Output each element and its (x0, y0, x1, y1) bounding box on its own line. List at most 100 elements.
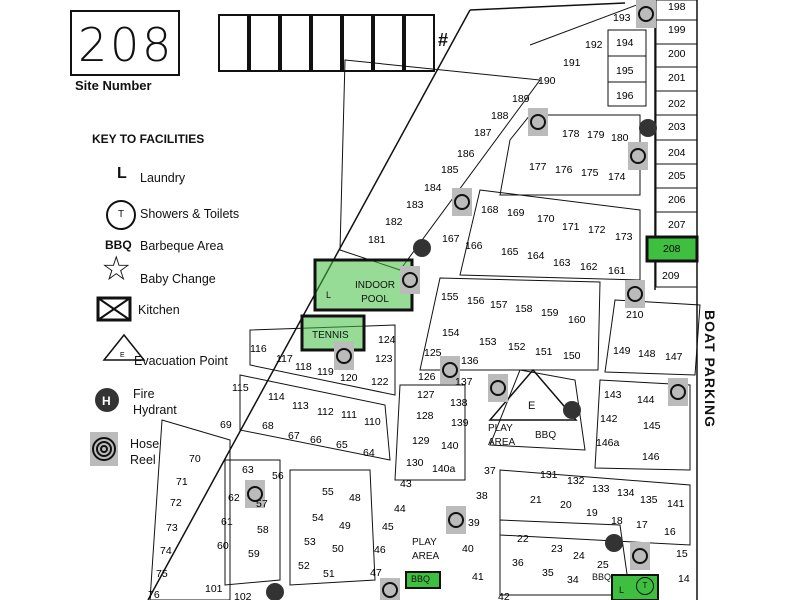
site-digit-2: 0 (110, 18, 140, 72)
hydrant-icon (639, 119, 657, 137)
site-number-45: 45 (382, 521, 394, 533)
hydrant-icon (266, 583, 284, 600)
site-digit-3: 8 (142, 18, 172, 72)
hose-reel-icon (668, 378, 688, 406)
toilet-icon: T (106, 200, 136, 230)
site-number-206: 206 (668, 194, 686, 206)
site-number-184: 184 (424, 182, 442, 194)
site-number-25: 25 (597, 559, 609, 571)
site-number-65: 65 (336, 439, 348, 451)
site-number-139: 139 (451, 417, 469, 429)
site-number-14: 14 (678, 573, 690, 585)
site-number-74: 74 (160, 545, 172, 557)
hydrant-icon (605, 534, 623, 552)
toilet-key-symbol: T (117, 209, 125, 220)
site-number-189: 189 (512, 93, 530, 105)
site-number-153: 153 (479, 336, 497, 348)
site-number-208: 208 (663, 243, 681, 255)
site-number-34: 34 (567, 574, 579, 586)
site-number-21: 21 (530, 494, 542, 506)
site-number-54: 54 (312, 512, 324, 524)
site-number-114: 114 (268, 391, 285, 403)
site-number-69: 69 (220, 419, 232, 431)
site-number-196: 196 (616, 90, 634, 102)
site-number-205: 205 (668, 170, 686, 182)
site-number-113: 113 (292, 400, 309, 412)
site-number-125: 125 (424, 347, 442, 359)
site-number-201: 201 (668, 72, 686, 84)
site-number-53: 53 (304, 536, 316, 548)
site-number-161: 161 (608, 265, 626, 277)
hose-reel-icon (636, 0, 656, 28)
site-number-120: 120 (340, 372, 358, 384)
hash-symbol: # (438, 30, 449, 50)
toilet-key-label: Showers & Toilets (140, 207, 240, 221)
blank-box-4 (311, 14, 342, 72)
site-number-117: 117 (276, 353, 293, 365)
site-number-46: 46 (374, 544, 386, 556)
hose-reel-icon (488, 374, 508, 402)
site-number-37: 37 (484, 465, 496, 477)
site-number-38: 38 (476, 490, 488, 502)
site-number-22: 22 (517, 533, 529, 545)
site-number-209: 209 (662, 270, 680, 282)
boundary-west (147, 9, 471, 600)
site-number-187: 187 (474, 127, 492, 139)
play-area-label-1: PLAY AREA (488, 423, 516, 448)
site-number-40: 40 (462, 543, 474, 555)
site-number-207: 207 (668, 219, 686, 231)
site-number-149: 149 (613, 345, 631, 357)
site-number-163: 163 (553, 257, 571, 269)
site-number-170: 170 (537, 213, 555, 225)
site-number-160: 160 (568, 314, 586, 326)
site-number-180: 180 (611, 132, 629, 144)
road-north-inner (529, 0, 651, 46)
site-number-126: 126 (418, 371, 436, 383)
site-number-133: 133 (592, 483, 610, 495)
site-number-44: 44 (394, 503, 406, 515)
site-number-112: 112 (317, 406, 334, 418)
hose-reel-icon (625, 280, 645, 308)
site-number-18: 18 (611, 515, 623, 527)
site-number-171: 171 (562, 221, 580, 233)
site-number-192: 192 (585, 39, 603, 51)
site-number-102: 102 (234, 591, 252, 600)
site-number-166: 166 (465, 240, 483, 252)
hose-reel-icon (452, 188, 472, 216)
site-number-137: 137 (455, 376, 473, 388)
hydrant-icon (563, 401, 581, 419)
play-area-label-2: PLAY AREA (412, 537, 440, 562)
site-number-186: 186 (457, 148, 475, 160)
site-number-23: 23 (551, 543, 563, 555)
bbq-label-1: BBQ (535, 430, 557, 441)
bbq-label-3: BBQ (592, 572, 612, 582)
site-number-47: 47 (370, 567, 382, 579)
kitchen-key-label: Kitchen (138, 303, 180, 317)
site-number-56: 56 (272, 470, 284, 482)
site-number-185: 185 (441, 164, 459, 176)
site-number-176: 176 (555, 164, 573, 176)
site-number-200: 200 (668, 48, 686, 60)
hose-reel-icon (334, 342, 354, 370)
site-number-55: 55 (322, 486, 334, 498)
site-number-123: 123 (375, 353, 393, 365)
site-number-15: 15 (676, 548, 688, 560)
site-number-41: 41 (472, 571, 484, 583)
bbq-key-symbol: BBQ (105, 238, 132, 252)
site-number-136: 136 (461, 355, 479, 367)
laundry-label: L (619, 585, 625, 595)
blank-box-3 (280, 14, 311, 72)
bbq-label-2: BBQ (411, 574, 431, 584)
site-number-147: 147 (665, 351, 683, 363)
site-number-50: 50 (332, 543, 344, 555)
site-number-box: 2 0 8 (70, 10, 180, 76)
toilet-label: T (642, 581, 648, 590)
site-number-146a: 146a (596, 437, 620, 449)
site-number-155: 155 (441, 291, 459, 303)
site-number-19: 19 (586, 507, 598, 519)
site-number-42: 42 (498, 591, 510, 600)
laundry-key-symbol: L (117, 165, 127, 182)
laundry-key-label: Laundry (140, 171, 186, 185)
hose-reel-icon (446, 506, 466, 534)
